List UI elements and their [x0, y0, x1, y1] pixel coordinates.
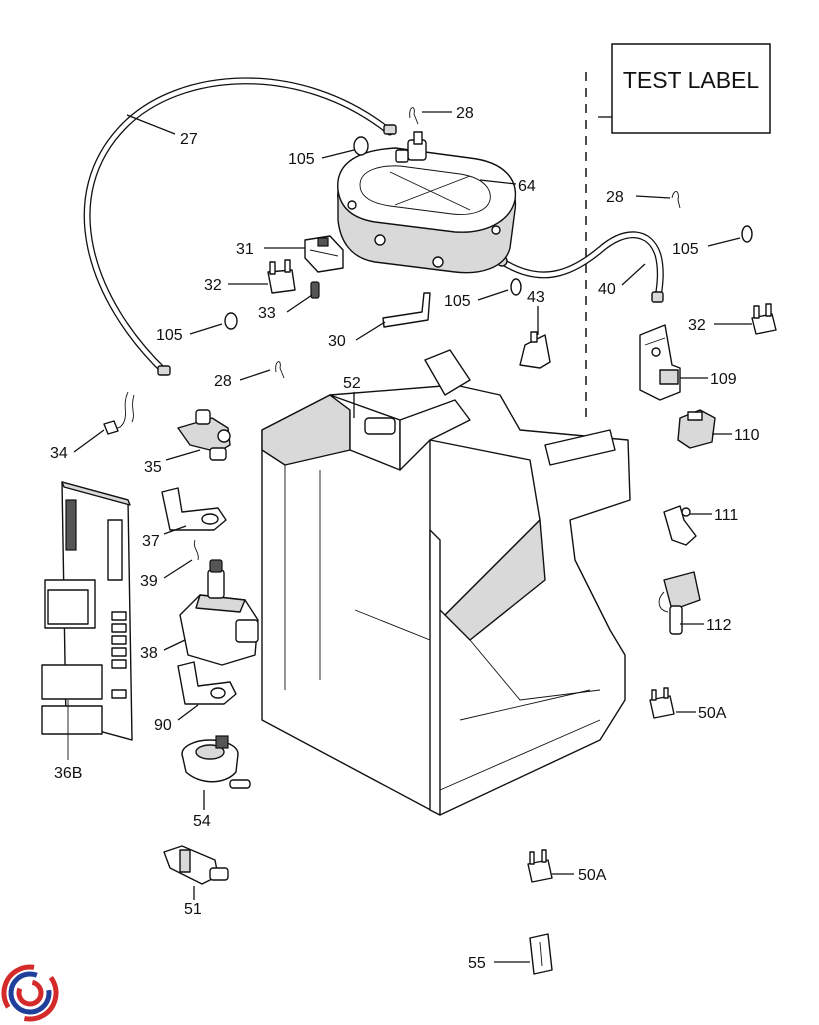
callout-105: 105 [672, 241, 699, 258]
fuse-part [751, 303, 777, 335]
fitting-part [663, 505, 697, 546]
callout-50A: 50A [578, 867, 607, 884]
callout-90: 90 [154, 717, 172, 734]
callout-51: 51 [184, 901, 202, 918]
callout-32: 32 [688, 317, 706, 334]
callout-40: 40 [598, 281, 616, 298]
callout-112: 112 [706, 617, 732, 634]
brand-logo [1, 964, 59, 1022]
seal-part [224, 136, 753, 330]
callout-109: 109 [710, 371, 737, 388]
callout-43: 43 [527, 289, 545, 306]
boiler-part [337, 131, 517, 274]
callout-50A: 50A [698, 705, 727, 722]
clip-part [304, 235, 344, 273]
circuit-board-part [41, 481, 133, 760]
callout-39: 39 [140, 573, 158, 590]
callout-105: 105 [288, 151, 315, 168]
callout-111: 111 [714, 507, 738, 524]
callout-33: 33 [258, 305, 276, 322]
callout-labels: 27 28 105 64 28 105 31 32 33 40 105 43 3… [50, 105, 760, 972]
ring-part [193, 539, 199, 561]
leader-lines [73, 111, 752, 963]
callout-30: 30 [328, 333, 346, 350]
callout-110: 110 [734, 427, 760, 444]
callout-54: 54 [193, 813, 211, 830]
callout-28: 28 [214, 373, 232, 390]
callout-31: 31 [236, 241, 254, 258]
logo-ring-red [1, 964, 59, 1022]
callout-64: 64 [518, 178, 536, 195]
callout-36B: 36B [54, 765, 82, 782]
callout-35: 35 [144, 459, 162, 476]
fuse-part [527, 849, 553, 883]
callout-105: 105 [444, 293, 471, 310]
sensor-part [519, 331, 551, 369]
test-label-text: TEST LABEL [623, 67, 760, 93]
bracket-part [529, 933, 553, 975]
flowmeter-part [181, 735, 251, 789]
rod-part [382, 292, 431, 328]
callout-52: 52 [343, 375, 361, 392]
terminal-row [111, 611, 127, 699]
spring-part [310, 281, 320, 299]
pump-valve-part [658, 571, 701, 635]
callout-37: 37 [142, 533, 160, 550]
logo-ring-blue [8, 971, 52, 1015]
callout-55: 55 [468, 955, 486, 972]
hose-part [496, 231, 664, 303]
logo-ring-inner [16, 979, 44, 1007]
check-valve-part [163, 845, 229, 885]
callout-32: 32 [204, 277, 222, 294]
valve-coil-part [677, 409, 716, 449]
bracket-part [161, 487, 227, 531]
solenoid-part [639, 324, 681, 401]
callout-28: 28 [456, 105, 474, 122]
hose-part [83, 77, 397, 376]
test-label-box [611, 43, 771, 134]
pump-part [179, 559, 259, 666]
valve-part [177, 409, 231, 461]
callout-34: 34 [50, 445, 68, 462]
frame-part [261, 349, 631, 816]
bracket-part [177, 661, 237, 705]
callout-38: 38 [140, 645, 158, 662]
switch-part [103, 391, 135, 435]
clip-pin-part [275, 107, 681, 379]
fuse-part [267, 259, 296, 294]
callout-28: 28 [606, 189, 624, 206]
callout-105: 105 [156, 327, 183, 344]
fuse-part [649, 687, 675, 719]
test-label: TEST LABEL [585, 43, 771, 420]
callout-27: 27 [180, 131, 198, 148]
